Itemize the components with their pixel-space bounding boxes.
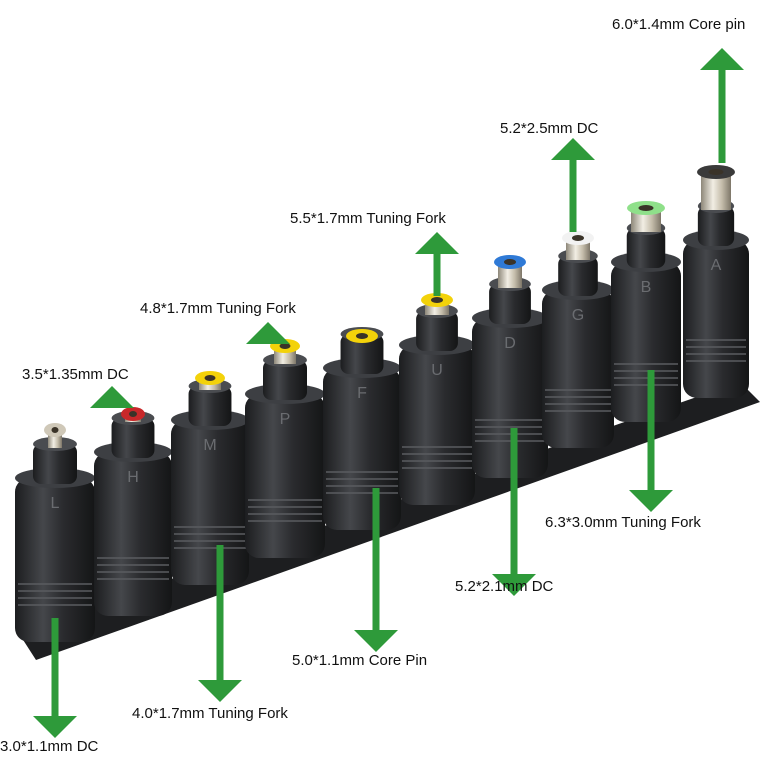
connector-tip: H <box>94 407 172 616</box>
connector-tip: U <box>399 293 475 505</box>
label-4-0-tuning-fork: 4.0*1.7mm Tuning Fork <box>132 705 288 722</box>
label-5-5-tuning-fork: 5.5*1.7mm Tuning Fork <box>290 210 446 227</box>
arrow-up-icon <box>415 232 459 296</box>
letter-mark: U <box>431 362 443 379</box>
label-5-2-2-5-dc: 5.2*2.5mm DC <box>500 120 599 137</box>
label-5-2-2-1-dc: 5.2*2.1mm DC <box>455 578 554 595</box>
arrows <box>33 48 744 738</box>
connector-tip: L <box>15 423 95 642</box>
label-4-8-tuning-fork: 4.8*1.7mm Tuning Fork <box>140 300 296 317</box>
letter-mark: A <box>711 257 722 274</box>
arrow-down-icon <box>198 545 242 702</box>
label-6-0-core-pin: 6.0*1.4mm Core pin <box>612 16 746 33</box>
letter-mark: F <box>357 385 367 402</box>
connector-tip: P <box>245 339 325 558</box>
arrow-down-icon <box>629 370 673 512</box>
label-3-5-dc: 3.5*1.35mm DC <box>22 366 129 383</box>
connector-tip: D <box>472 255 548 478</box>
arrow-up-icon <box>246 322 290 344</box>
label-3-0-dc: 3.0*1.1mm DC <box>0 738 99 755</box>
arrow-down-icon <box>354 488 398 652</box>
arrow-down-icon <box>492 428 536 596</box>
arrow-down-icon <box>33 618 77 738</box>
letter-mark: H <box>127 469 139 486</box>
letter-mark: L <box>51 495 60 512</box>
connector-tip: F <box>323 327 401 530</box>
connector-tip: A <box>683 165 749 398</box>
letter-mark: M <box>203 437 216 454</box>
letter-mark: B <box>641 279 652 296</box>
arrow-up-icon <box>90 386 134 408</box>
letter-mark: G <box>572 307 584 324</box>
connector-tips: L H M P F U D G B A <box>15 165 749 642</box>
letter-mark: D <box>504 335 516 352</box>
label-6-3-tuning-fork: 6.3*3.0mm Tuning Fork <box>545 514 701 531</box>
connector-tip: M <box>171 371 249 585</box>
label-5-0-core-pin: 5.0*1.1mm Core Pin <box>292 652 428 669</box>
letter-mark: P <box>280 411 291 428</box>
arrow-up-icon <box>700 48 744 163</box>
connector-tip: G <box>542 231 614 448</box>
connector-tip: B <box>611 201 681 422</box>
arrow-up-icon <box>551 138 595 232</box>
